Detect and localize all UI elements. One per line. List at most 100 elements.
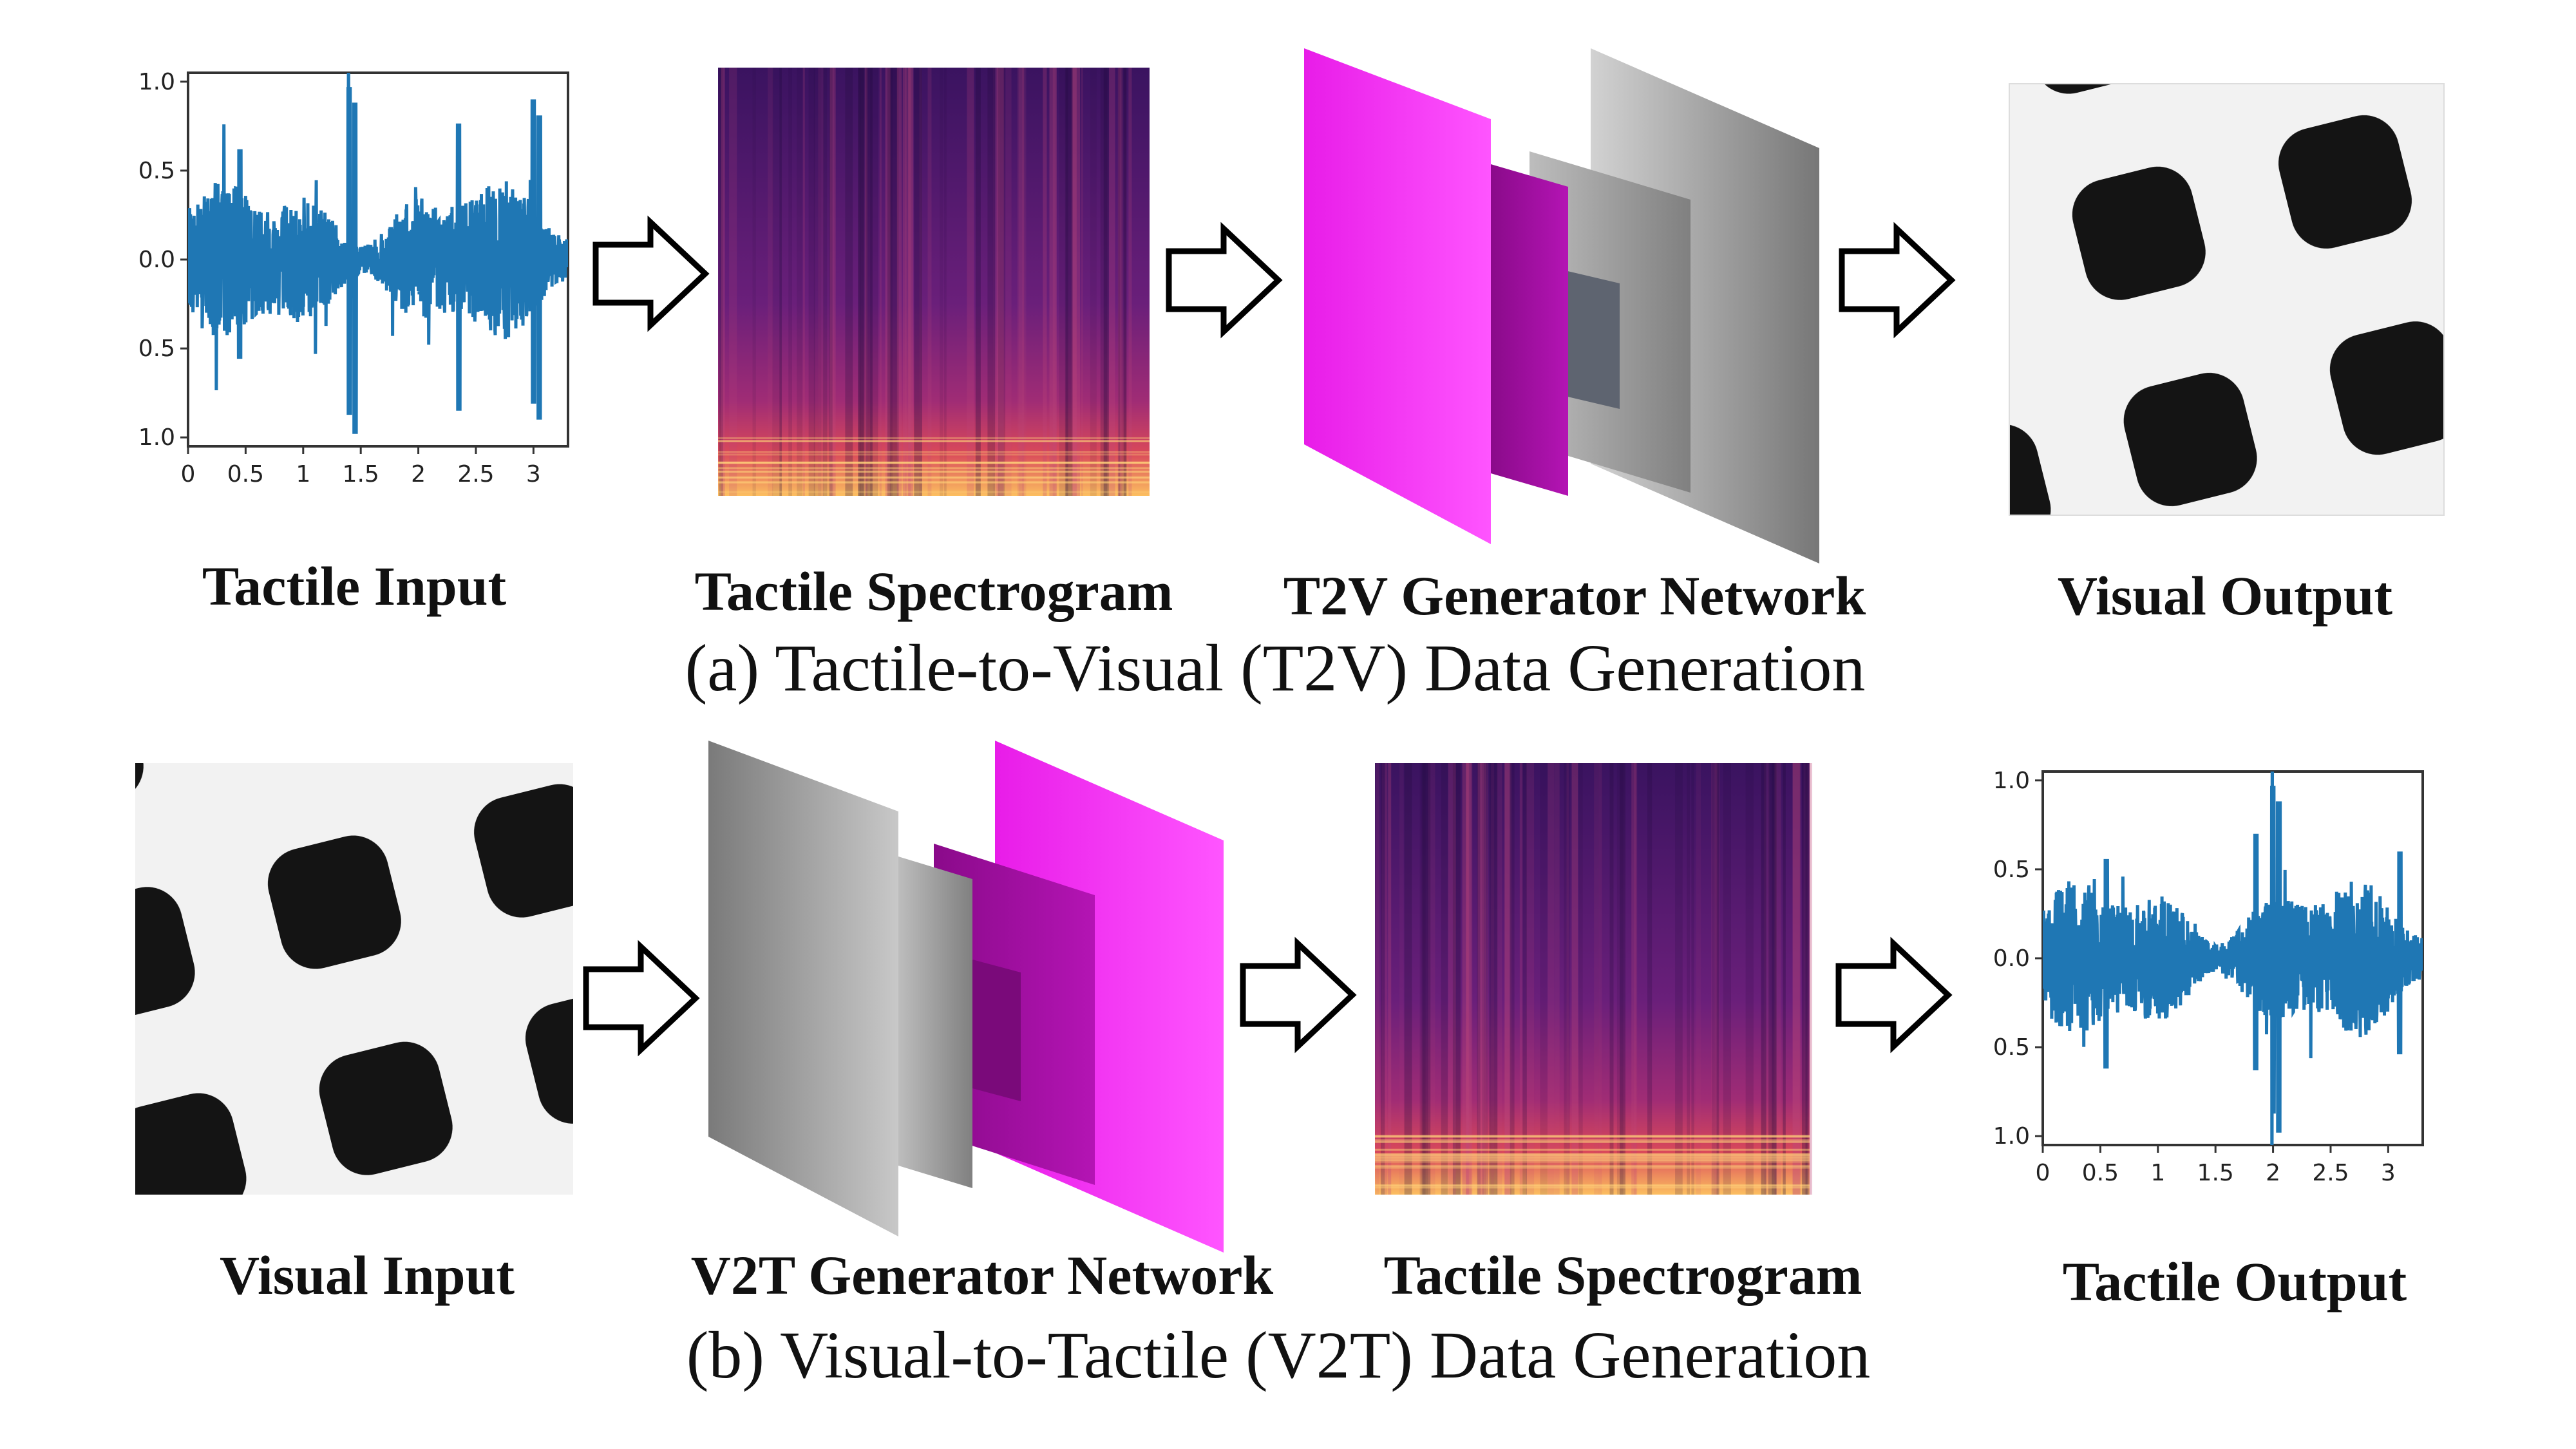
spectrogram-band xyxy=(1017,68,1024,496)
spectrogram-band xyxy=(1792,763,1801,1195)
spectrogram-harmonic xyxy=(718,440,1150,442)
spectrogram-harmonic xyxy=(718,481,1150,484)
spectrogram-band xyxy=(1466,763,1472,1195)
spectrogram-band xyxy=(858,68,864,496)
spectrogram-band xyxy=(1489,763,1498,1195)
spectrogram-band xyxy=(890,68,899,496)
spectrogram-band xyxy=(1578,763,1583,1195)
spectrogram-band xyxy=(1123,68,1127,496)
spectrogram-harmonic xyxy=(1375,1165,1810,1168)
spectrogram-band xyxy=(1452,763,1461,1195)
spectrogram-band xyxy=(1081,68,1083,496)
spectrogram-band xyxy=(721,68,725,496)
spectrogram-band xyxy=(1696,763,1701,1195)
spectrogram-band xyxy=(1716,763,1719,1195)
x-tick-label: 2.5 xyxy=(457,461,494,488)
spectrogram-band xyxy=(1526,763,1535,1195)
spectrogram-band xyxy=(1631,763,1637,1195)
spectrogram-band xyxy=(1548,763,1555,1195)
x-tick-label: 3 xyxy=(2381,1160,2396,1186)
spectrogram-band xyxy=(905,68,914,496)
spectrogram-band xyxy=(802,68,805,496)
spectrogram-band xyxy=(808,68,815,496)
spectrogram-band xyxy=(919,68,922,496)
spectrogram-band xyxy=(1616,763,1624,1195)
spectrogram-band xyxy=(1564,763,1570,1195)
x-tick-label: 1.5 xyxy=(343,461,379,488)
spectrogram-harmonic xyxy=(1375,1159,1810,1161)
spectrogram-band xyxy=(995,68,1003,496)
spectrogram-band xyxy=(1485,763,1488,1195)
spectrogram-band xyxy=(1691,763,1694,1195)
spectrogram-band xyxy=(1103,68,1109,496)
spectrogram-band xyxy=(1072,68,1081,496)
spectrogram-band xyxy=(1100,68,1108,496)
spectrogram-harmonic xyxy=(1375,1160,1810,1163)
spectrogram-harmonic xyxy=(718,461,1150,464)
spectrogram-harmonic xyxy=(718,453,1150,456)
spectrogram-harmonic xyxy=(1375,1155,1810,1157)
spectrogram-band xyxy=(1540,763,1548,1195)
y-tick-label: 0.5 xyxy=(138,336,175,362)
spectrogram-harmonic xyxy=(718,477,1150,479)
spectrogram-band xyxy=(1802,763,1809,1195)
spectrogram-band xyxy=(885,68,891,496)
arrow-right-icon xyxy=(592,215,710,332)
spectrogram-band xyxy=(1117,68,1121,496)
spectrogram-band xyxy=(1775,763,1777,1195)
panel-a-caption: (a) Tactile-to-Visual (T2V) Data Generat… xyxy=(685,631,1866,705)
spectrogram-harmonic xyxy=(1375,1166,1810,1169)
spectrogram-band xyxy=(1774,763,1781,1195)
spectrogram-band xyxy=(788,68,792,496)
spectrogram-band xyxy=(1049,68,1057,496)
spectrogram-band xyxy=(1482,763,1488,1195)
spectrogram-band xyxy=(752,68,756,496)
spectrogram-band xyxy=(859,68,864,496)
spectrogram-band xyxy=(1675,763,1683,1195)
spectrogram-band xyxy=(1772,763,1777,1195)
spectrogram-band xyxy=(858,68,861,496)
spectrogram-band xyxy=(1803,763,1812,1195)
spectrogram-harmonic xyxy=(718,467,1150,469)
v2t-generator-network-label: V2T Generator Network xyxy=(690,1244,1274,1306)
spectrogram-harmonic xyxy=(1375,1148,1810,1151)
spectrogram-band xyxy=(1117,68,1121,496)
spectrogram-band xyxy=(1059,68,1065,496)
spectrogram-band xyxy=(1065,68,1068,496)
x-tick-label: 2 xyxy=(2266,1160,2280,1186)
spectrogram-band xyxy=(866,68,873,496)
spectrogram-band xyxy=(1018,68,1027,496)
spectrogram-harmonic xyxy=(1375,1141,1810,1143)
spectrogram-band xyxy=(1477,763,1486,1195)
spectrogram-band xyxy=(1462,763,1469,1195)
tactile-signal-line xyxy=(2043,772,2423,1145)
spectrogram-band xyxy=(1388,763,1392,1195)
tactile-spectrogram-image xyxy=(718,68,1150,496)
spectrogram-band xyxy=(1519,763,1523,1195)
spectrogram-band xyxy=(1504,763,1511,1195)
x-tick-label: 0.5 xyxy=(227,461,264,488)
spectrogram-band xyxy=(829,68,835,496)
x-tick-label: 3 xyxy=(526,461,541,488)
spectrogram-harmonic xyxy=(718,451,1150,453)
spectrogram-band xyxy=(729,68,737,496)
spectrogram-band xyxy=(1448,763,1456,1195)
arrow-right-icon xyxy=(1240,936,1357,1054)
visual-output-image xyxy=(2009,83,2445,516)
spectrogram-band xyxy=(879,68,882,496)
spectrogram-band xyxy=(828,68,833,496)
spectrogram-band xyxy=(822,68,828,496)
spectrogram-band xyxy=(1477,763,1481,1195)
spectrogram-band xyxy=(1620,763,1625,1195)
spectrogram-band xyxy=(779,68,782,496)
spectrogram-band xyxy=(1809,763,1813,1195)
spectrogram-band xyxy=(1480,763,1484,1195)
spectrogram-band xyxy=(1687,763,1690,1195)
spectrogram-harmonic xyxy=(1375,1153,1810,1155)
spectrogram-band xyxy=(944,68,947,496)
spectrogram-band xyxy=(1566,763,1569,1195)
spectrogram-band xyxy=(797,68,802,496)
spectrogram-band xyxy=(1504,763,1510,1195)
y-tick-label: 1.0 xyxy=(138,69,175,95)
spectrogram-band xyxy=(1109,68,1115,496)
